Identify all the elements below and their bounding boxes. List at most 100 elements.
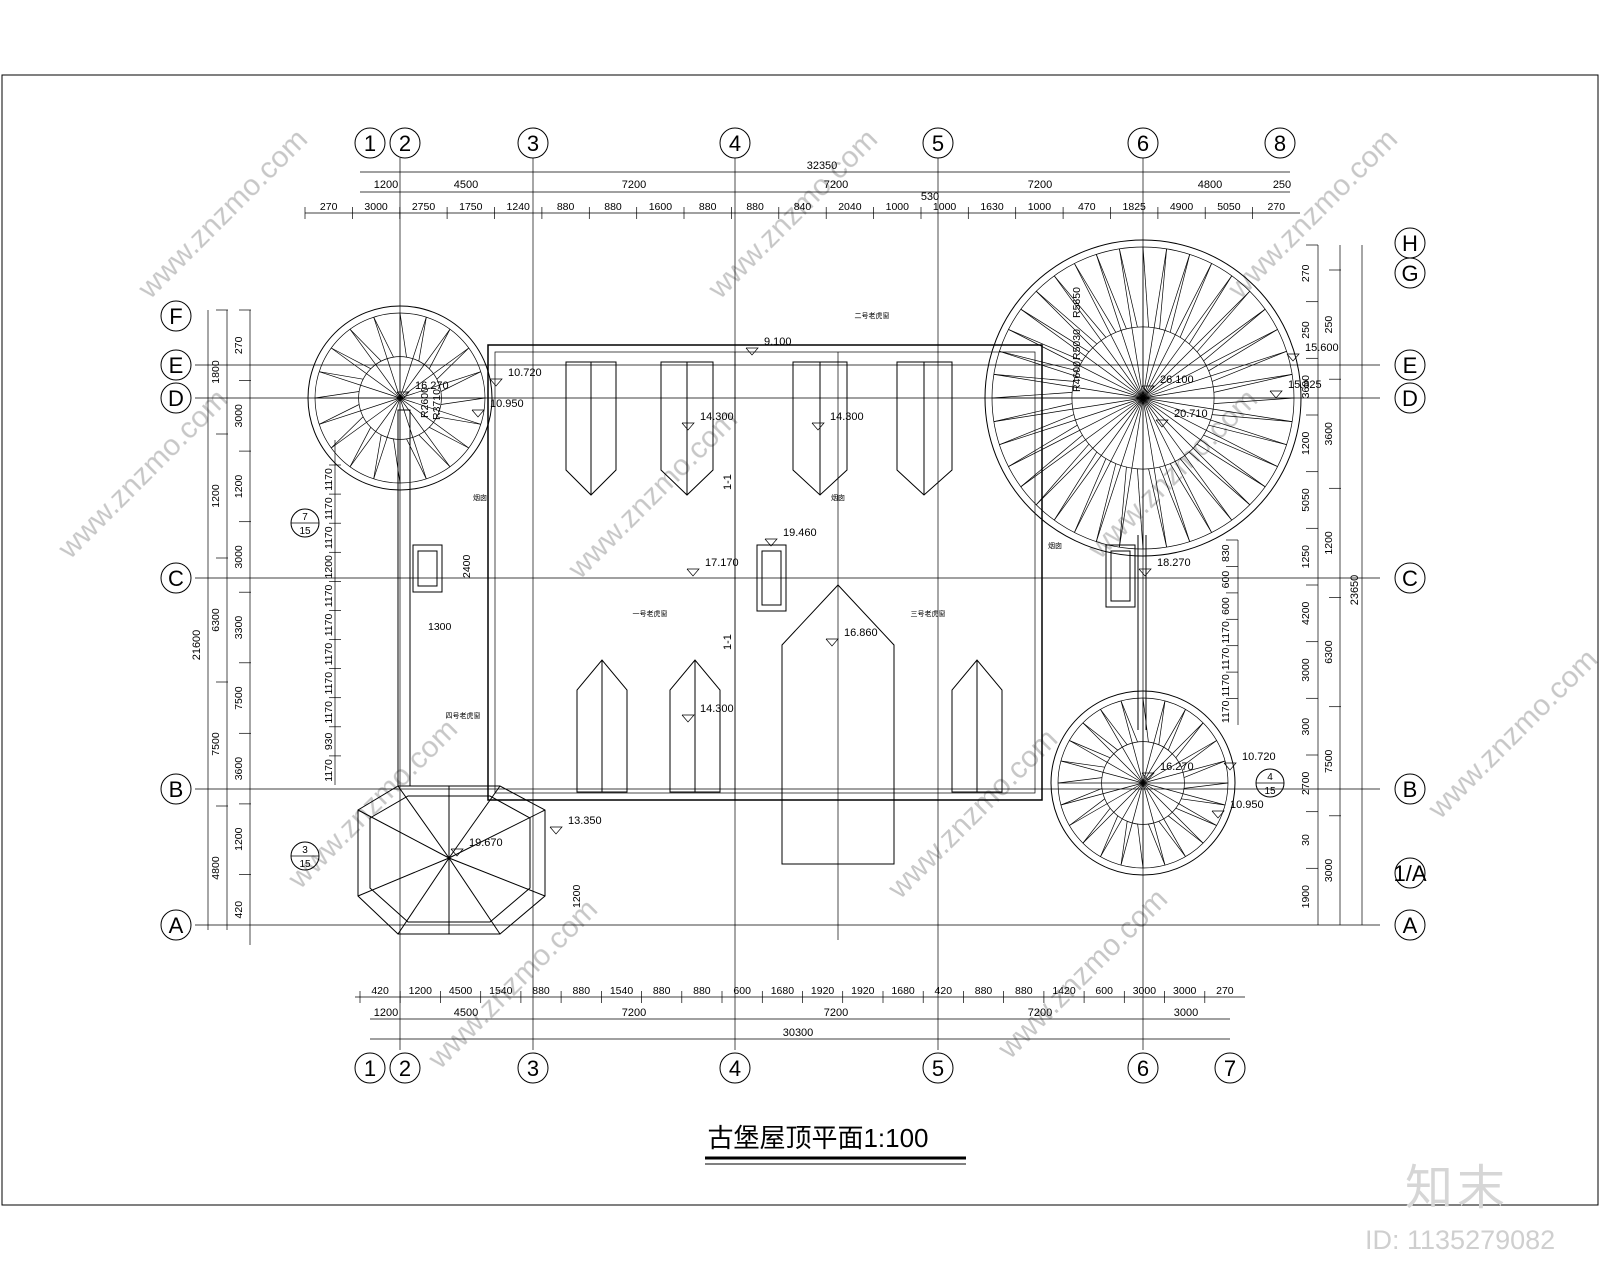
dim-top-row2-value: 5050 bbox=[1217, 201, 1241, 213]
elevation-value: 10.720 bbox=[1242, 751, 1276, 763]
dim-left-col1-value: 1800 bbox=[210, 360, 222, 384]
misc-dimension: R4600 bbox=[1071, 361, 1083, 392]
axis-right-5-label: B bbox=[1403, 777, 1418, 802]
axis-left-2-label: D bbox=[168, 386, 184, 411]
elevation-marker bbox=[825, 638, 839, 647]
axis-right-4: C bbox=[1394, 562, 1426, 594]
detail-ref-sheet: 15 bbox=[299, 526, 311, 537]
dim-right-col2-value: 3600 bbox=[1323, 422, 1335, 446]
dim-right-total: 23650 bbox=[1349, 575, 1361, 606]
watermark-text: www.znzmo.com bbox=[991, 882, 1174, 1065]
dim-bottom-row1-value: 880 bbox=[975, 985, 993, 997]
axis-bottom-5-label: 6 bbox=[1137, 1056, 1149, 1081]
detail-reference: 315 bbox=[290, 841, 320, 871]
dim-bottom-row1-value: 600 bbox=[1095, 985, 1113, 997]
elevation-marker bbox=[686, 568, 700, 577]
axis-right-0-label: H bbox=[1402, 231, 1418, 256]
misc-dimension: R5030 bbox=[1071, 329, 1083, 360]
axis-bottom-2-label: 3 bbox=[527, 1056, 539, 1081]
grid-lines bbox=[195, 158, 1380, 1050]
dim-bottom-row1-value: 1920 bbox=[811, 985, 835, 997]
dim-right-inner-value: 1170 bbox=[1220, 700, 1232, 723]
elevation-value: 16.270 bbox=[1160, 761, 1194, 773]
elevation-value: 20.710 bbox=[1174, 408, 1208, 420]
elevation-value: 14.300 bbox=[700, 703, 734, 715]
dim-left-inner-value: 1170 bbox=[323, 468, 335, 491]
elevation-value: 15.600 bbox=[1305, 342, 1339, 354]
elevation-value: 26.100 bbox=[1160, 374, 1194, 386]
elevation-marker bbox=[681, 422, 695, 431]
dim-top-6: 4800 bbox=[1198, 179, 1222, 191]
dim-top-row2-value: 4900 bbox=[1170, 201, 1194, 213]
dim-left-inner-value: 1170 bbox=[323, 526, 335, 549]
dim-left-inner-value: 1170 bbox=[323, 497, 335, 520]
dim-bottom-row1-value: 1680 bbox=[891, 985, 915, 997]
axis-left-2: D bbox=[160, 382, 192, 414]
axis-top-2: 3 bbox=[517, 127, 549, 159]
elevation-value: 17.170 bbox=[705, 557, 739, 569]
dim-left-col2-value: 3000 bbox=[233, 545, 245, 569]
dim-right-col1-value: 4200 bbox=[1300, 601, 1312, 625]
octagon-tower bbox=[357, 785, 546, 935]
elevation-value: 14.300 bbox=[830, 411, 864, 423]
dim-top-row2-value: 880 bbox=[604, 201, 622, 213]
dim-bottom-row1-value: 420 bbox=[935, 985, 953, 997]
elevation-marker bbox=[1269, 390, 1283, 399]
dim-bottom-6: 3000 bbox=[1174, 1007, 1198, 1019]
watermark-text: www.znzmo.com bbox=[1221, 122, 1404, 305]
elevation-marker bbox=[396, 391, 410, 400]
dim-right-col2-value: 250 bbox=[1323, 316, 1335, 334]
dim-bottom-total: 30300 bbox=[783, 1027, 814, 1039]
detail-ref-number: 4 bbox=[1267, 772, 1273, 783]
dim-right-inner-value: 600 bbox=[1220, 571, 1232, 589]
watermark-text: www.znzmo.com bbox=[881, 722, 1064, 905]
dim-bottom-row1-value: 4500 bbox=[449, 985, 473, 997]
dim-top-row2-value: 1825 bbox=[1123, 201, 1147, 213]
dim-right-inner-value: 1170 bbox=[1220, 674, 1232, 697]
elevation-value: 10.720 bbox=[508, 367, 542, 379]
axis-bottom-4-label: 5 bbox=[932, 1056, 944, 1081]
elevation-marker bbox=[1141, 772, 1155, 781]
annotation-note: 烟囱 bbox=[473, 493, 487, 502]
dim-left-inner-value: 1200 bbox=[323, 555, 335, 579]
dim-top-row2-value: 1630 bbox=[980, 201, 1004, 213]
axis-bottom-0: 1 bbox=[354, 1052, 386, 1084]
tower-right-top bbox=[984, 239, 1302, 557]
axis-top-3: 4 bbox=[719, 127, 751, 159]
dim-right-col1-value: 270 bbox=[1300, 264, 1312, 282]
dim-left-inner-value: 1170 bbox=[323, 614, 335, 637]
dim-bottom-row1-value: 880 bbox=[573, 985, 591, 997]
dim-bottom-row1-value: 1540 bbox=[610, 985, 634, 997]
dim-bottom-4: 7200 bbox=[824, 1007, 848, 1019]
dim-top-2: 4500 bbox=[454, 179, 478, 191]
axis-top-3-label: 4 bbox=[729, 131, 741, 156]
dim-left-col2-value: 1200 bbox=[233, 475, 245, 499]
axis-right-3-label: D bbox=[1402, 386, 1418, 411]
dim-top-7: 250 bbox=[1273, 179, 1291, 191]
dim-left-col2-value: 3600 bbox=[233, 757, 245, 781]
elevation-value: 16.860 bbox=[844, 627, 878, 639]
elevation-marker bbox=[1141, 385, 1155, 394]
elevation-marker bbox=[1286, 353, 1300, 362]
watermark-text: www.znzmo.com bbox=[51, 382, 234, 565]
dim-right-col1-value: 300 bbox=[1300, 718, 1312, 736]
dim-left-col1-value: 1200 bbox=[210, 484, 222, 508]
watermark-text: www.znzmo.com bbox=[1081, 382, 1264, 565]
axis-bottom-3-label: 4 bbox=[729, 1056, 741, 1081]
sheet-frame bbox=[1, 74, 1599, 1206]
elevation-marker bbox=[471, 409, 485, 418]
dim-top-row2-value: 1000 bbox=[933, 201, 957, 213]
axis-right-6-label: 1/A bbox=[1393, 861, 1426, 886]
dim-right-col2-value: 3000 bbox=[1323, 859, 1335, 883]
elevation-value: 10.950 bbox=[490, 398, 524, 410]
detail-ref-sheet: 15 bbox=[1264, 786, 1276, 797]
dim-top-row2-value: 1600 bbox=[649, 201, 673, 213]
misc-dimension: R3710 bbox=[431, 389, 443, 420]
elevation-value: 15.825 bbox=[1288, 379, 1322, 391]
detail-reference: 715 bbox=[290, 508, 320, 538]
section-mark: 1-1 bbox=[722, 634, 734, 650]
elevation-value: 19.460 bbox=[783, 527, 817, 539]
dim-left-col1-value: 7500 bbox=[210, 732, 222, 756]
dim-top-row2-value: 1750 bbox=[459, 201, 483, 213]
